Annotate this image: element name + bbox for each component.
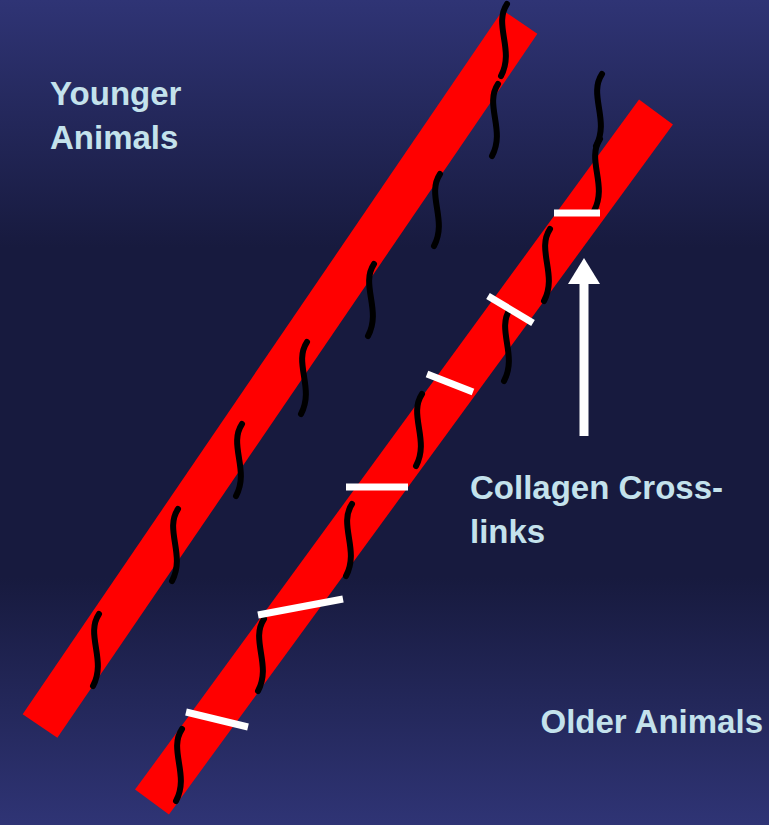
squiggle [544, 229, 550, 301]
squiggle [176, 729, 182, 801]
squiggle [301, 342, 307, 414]
squiggle [504, 309, 510, 381]
pointer-arrow [568, 258, 600, 436]
label-text: Younger Animals [50, 72, 230, 160]
squiggle [492, 84, 498, 156]
squiggle [368, 264, 374, 336]
squiggle [346, 504, 352, 576]
squiggle [93, 614, 99, 686]
squiggle [434, 174, 440, 246]
squiggle [172, 509, 178, 581]
squiggle [596, 74, 602, 146]
squiggle [594, 139, 600, 211]
label-text: Older Animals [540, 700, 763, 744]
squiggle [416, 394, 422, 466]
squiggle [236, 424, 242, 496]
squiggle [501, 4, 507, 76]
squiggle [258, 619, 264, 691]
collagen-fiber [152, 112, 656, 802]
label-text: Collagen Cross-links [470, 466, 730, 554]
